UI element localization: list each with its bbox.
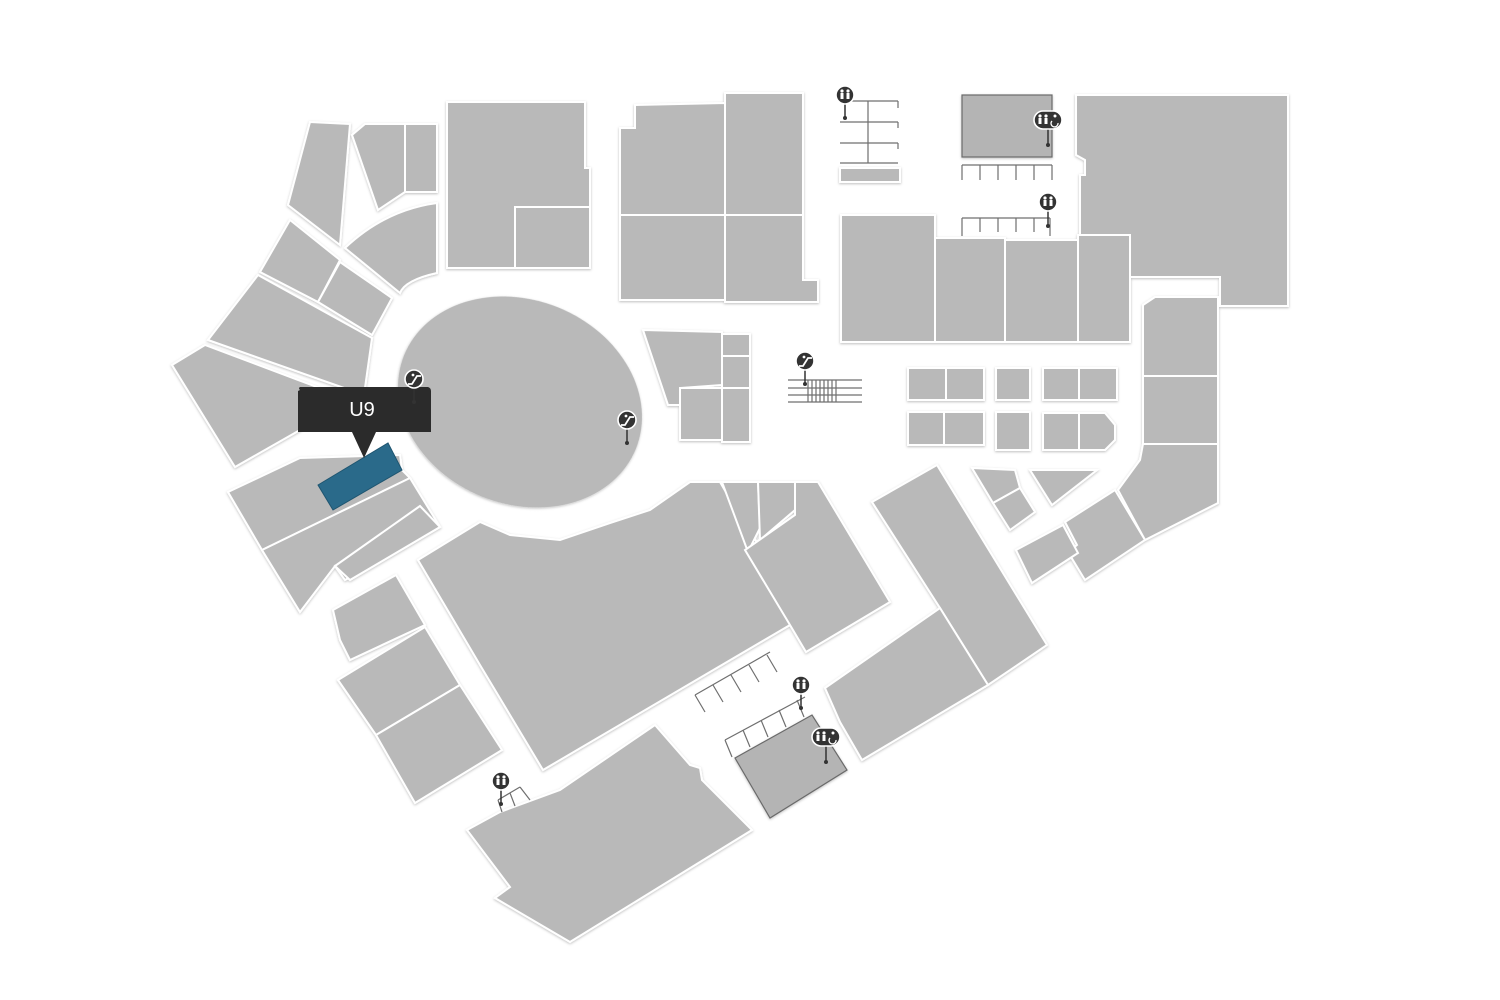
store-unit[interactable] [907,411,945,446]
store-unit[interactable] [1142,296,1219,377]
store-unit[interactable] [1078,367,1118,401]
store-unit[interactable] [991,486,1037,532]
store-unit[interactable] [724,92,804,216]
store-unit[interactable] [943,411,985,446]
store-unit[interactable] [1042,412,1080,451]
store-unit[interactable] [619,101,726,216]
store-unit[interactable] [724,214,819,303]
restroom-icon[interactable] [835,85,855,120]
store-unit[interactable] [679,387,723,441]
store-unit[interactable] [170,343,332,469]
store-unit[interactable] [870,463,1049,687]
map-pins [404,85,1063,806]
store-unit[interactable] [995,411,1031,451]
restroom-area [839,167,901,183]
store-unit[interactable] [840,214,936,343]
store-unit[interactable] [333,504,442,582]
unit-tooltip: U9 [298,387,431,458]
store-unit[interactable] [416,481,802,772]
store-unit[interactable] [823,606,990,762]
store-unit[interactable] [1004,239,1079,343]
store-unit[interactable] [1077,234,1131,343]
central-atrium [397,296,643,508]
store-unit[interactable] [404,123,438,193]
store-unit[interactable] [374,683,504,805]
store-unit[interactable] [1063,488,1147,582]
store-unit[interactable] [465,723,754,944]
store-unit[interactable] [721,333,751,357]
store-unit[interactable] [995,367,1031,401]
escalator-icon[interactable] [404,369,424,404]
escalator-icon[interactable] [617,410,637,445]
restroom-icon[interactable] [791,675,811,710]
store-unit[interactable] [1028,469,1100,507]
restroom-stalls [497,100,1053,813]
store-unit[interactable] [1042,367,1080,401]
restroom-accessible-icon[interactable] [811,727,841,764]
store-unit[interactable] [721,387,751,443]
store-unit[interactable] [350,123,406,212]
store-unit[interactable] [260,476,442,614]
escalator-icon[interactable] [795,351,815,386]
store-unit[interactable] [721,355,751,389]
store-unit[interactable] [1014,523,1080,585]
store-unit[interactable] [945,367,985,401]
unit-tooltip-label: U9 [349,399,375,421]
store-unit[interactable] [907,367,947,401]
store-unit[interactable] [619,214,726,301]
selected-unit-u9[interactable] [317,442,403,511]
restroom-icon[interactable] [491,771,511,806]
restroom-accessible-icon[interactable] [1033,110,1063,147]
store-unit[interactable] [286,120,352,247]
store-unit[interactable] [331,573,427,662]
restroom-icon[interactable] [1038,192,1058,228]
store-unit[interactable] [514,206,591,269]
store-unit[interactable] [743,481,892,654]
store-unit[interactable] [1078,412,1116,451]
store-unit[interactable] [934,237,1006,343]
store-units [170,92,1289,944]
store-unit[interactable] [1142,375,1219,445]
store-unit[interactable] [316,260,394,337]
store-unit[interactable] [343,201,438,295]
